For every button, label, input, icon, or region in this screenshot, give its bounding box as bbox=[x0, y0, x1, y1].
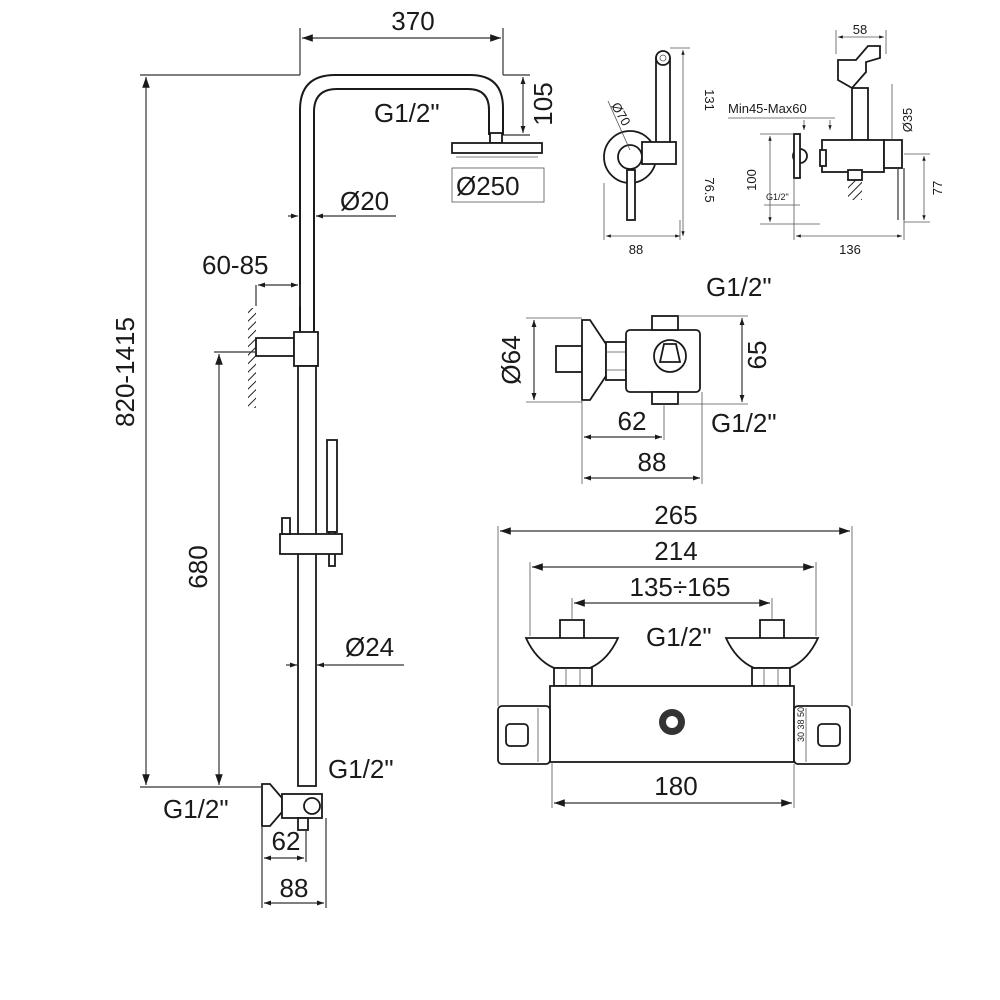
dim-valve-diameter: Ø70 bbox=[608, 100, 633, 129]
dim-mixer-center-range: 135÷165 bbox=[629, 572, 730, 602]
slide-bar bbox=[297, 365, 317, 787]
slider bbox=[279, 533, 343, 555]
diverter-knob bbox=[555, 345, 583, 373]
label-head-thread: G1/2" bbox=[374, 98, 440, 128]
dim-inlet-depth: 62 bbox=[272, 826, 301, 856]
hand-shower bbox=[326, 439, 338, 533]
shower-head bbox=[451, 142, 543, 154]
sprayer-body bbox=[821, 139, 885, 173]
dim-sprayer-diameter: Ø35 bbox=[900, 108, 915, 133]
dim-sprayer-length: 136 bbox=[839, 242, 861, 257]
dim-diverter-reach: 88 bbox=[638, 447, 667, 477]
dim-head-diameter: Ø250 bbox=[456, 171, 520, 201]
wall-bracket bbox=[255, 337, 295, 357]
dim-valve-height: 131 bbox=[702, 89, 717, 111]
label-inlet-thread-left: G1/2" bbox=[163, 794, 229, 824]
dim-diverter-diameter: Ø64 bbox=[496, 335, 526, 384]
riser-pipe bbox=[299, 74, 504, 335]
dim-sprayer-height-right: 77 bbox=[930, 181, 945, 195]
bidet-sprayer: 58 Min45-Max60 Ø35 100 G1/2" 77 136 bbox=[728, 22, 945, 257]
dim-bar-height: 680 bbox=[183, 545, 213, 588]
diverter: G1/2" Ø64 65 62 G1/2" 88 bbox=[496, 272, 777, 484]
dim-mixer-handle-span: 214 bbox=[654, 536, 697, 566]
shower-column bbox=[248, 74, 543, 831]
left-eccentric-rosette bbox=[524, 637, 620, 669]
dim-total-height: 820-1415 bbox=[110, 317, 140, 427]
wall-hatch bbox=[248, 308, 256, 408]
dim-head-reach: 370 bbox=[391, 6, 434, 36]
dim-inlet-reach: 88 bbox=[280, 873, 309, 903]
dim-sprayer-height-left: 100 bbox=[744, 169, 759, 191]
shower-dimensions: 370 105 G1/2" Ø250 Ø20 60-85 820-1415 68… bbox=[110, 6, 558, 908]
dim-diverter-height: 65 bbox=[742, 341, 772, 370]
svg-text:30 38 50: 30 38 50 bbox=[796, 707, 806, 742]
dim-mixer-total-width: 265 bbox=[654, 500, 697, 530]
shower-head-connector bbox=[489, 132, 503, 144]
label-diverter-top-thread: G1/2" bbox=[706, 272, 772, 302]
dim-valve-offset: 76.5 bbox=[702, 177, 717, 202]
sprayer-valve bbox=[847, 169, 863, 181]
dim-sprayer-range: Min45-Max60 bbox=[728, 101, 807, 116]
label-diverter-bottom-thread: G1/2" bbox=[711, 408, 777, 438]
label-inlet-thread-right: G1/2" bbox=[328, 754, 394, 784]
dim-sprayer-width: 58 bbox=[853, 22, 867, 37]
bottom-inlet bbox=[261, 783, 283, 827]
dim-diverter-depth: 62 bbox=[618, 406, 647, 436]
thermostatic-mixer: 30 38 50 265 214 135÷165 G1/2" 180 bbox=[497, 500, 853, 808]
sprayer-head bbox=[837, 45, 881, 90]
side-view-valve: Ø70 131 76.5 88 bbox=[603, 47, 717, 257]
dim-riser-diameter: Ø20 bbox=[340, 186, 389, 216]
dim-head-drop: 105 bbox=[528, 82, 558, 125]
dim-bar-diameter: Ø24 bbox=[345, 632, 394, 662]
dim-valve-depth: 88 bbox=[629, 242, 643, 257]
diverter-rosette bbox=[581, 319, 607, 401]
dim-mixer-body-length: 180 bbox=[654, 771, 697, 801]
label-mixer-thread: G1/2" bbox=[646, 622, 712, 652]
right-eccentric-rosette bbox=[724, 637, 820, 669]
label-sprayer-thread: G1/2" bbox=[766, 192, 789, 202]
dim-bracket-range: 60-85 bbox=[202, 250, 269, 280]
